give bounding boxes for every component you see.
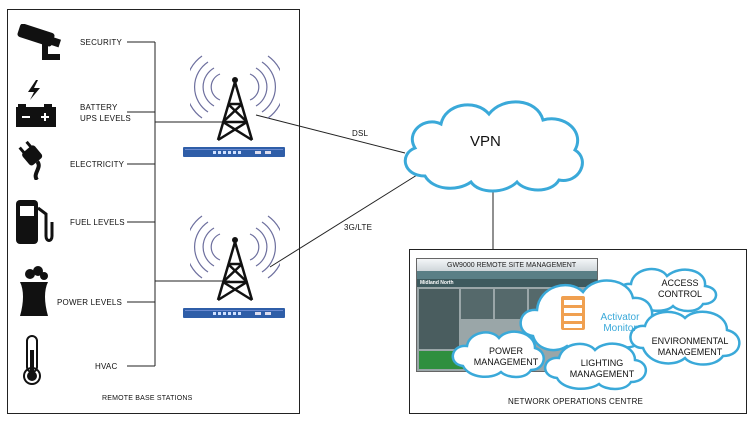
remote-base-stations-panel bbox=[7, 9, 300, 414]
cloud-access-control: ACCESS CONTROL bbox=[657, 278, 702, 299]
radio-tower-icon-top bbox=[190, 55, 280, 142]
screen-subtitle: Midland North bbox=[420, 280, 454, 286]
cloud-lighting-management: LIGHTING MANAGEMENT bbox=[569, 358, 635, 379]
screen-title: GW9000 REMOTE SITE MANAGEMENT bbox=[447, 262, 577, 269]
label-3g-lte: 3G/LTE bbox=[344, 223, 373, 232]
cloud-power-management: POWER MANAGEMENT bbox=[473, 346, 539, 367]
cloud-activator-monitor: Activator Monitor bbox=[600, 312, 640, 334]
power-plant-icon bbox=[20, 266, 48, 316]
label-battery-ups: BATTERY UPS LEVELS bbox=[80, 103, 131, 123]
vpn-label: VPN bbox=[470, 133, 501, 150]
caption-remote-base-stations: REMOTE BASE STATIONS bbox=[102, 395, 193, 402]
thermometer-icon bbox=[23, 335, 41, 385]
network-device-icon-bottom bbox=[183, 308, 285, 318]
label-dsl: DSL bbox=[352, 129, 369, 138]
label-hvac: HVAC bbox=[95, 362, 118, 371]
fuel-pump-icon bbox=[16, 200, 54, 244]
network-device-icon-top bbox=[183, 147, 285, 157]
battery-icon bbox=[16, 80, 56, 127]
label-electricity: ELECTRICITY bbox=[70, 160, 125, 169]
server-icon bbox=[561, 296, 585, 330]
cctv-camera-icon bbox=[17, 24, 61, 60]
plug-icon bbox=[18, 140, 43, 180]
label-security: SECURITY bbox=[80, 38, 123, 47]
cloud-environmental: ENVIRONMENTAL MANAGEMENT bbox=[651, 336, 729, 357]
vpn-cloud-icon bbox=[403, 100, 584, 193]
radio-tower-icon-bottom bbox=[190, 215, 280, 302]
caption-network-operations-centre: NETWORK OPERATIONS CENTRE bbox=[508, 397, 644, 406]
noc-clouds bbox=[451, 267, 741, 391]
label-power-levels: POWER LEVELS bbox=[57, 298, 123, 307]
label-fuel-levels: FUEL LEVELS bbox=[70, 218, 125, 227]
